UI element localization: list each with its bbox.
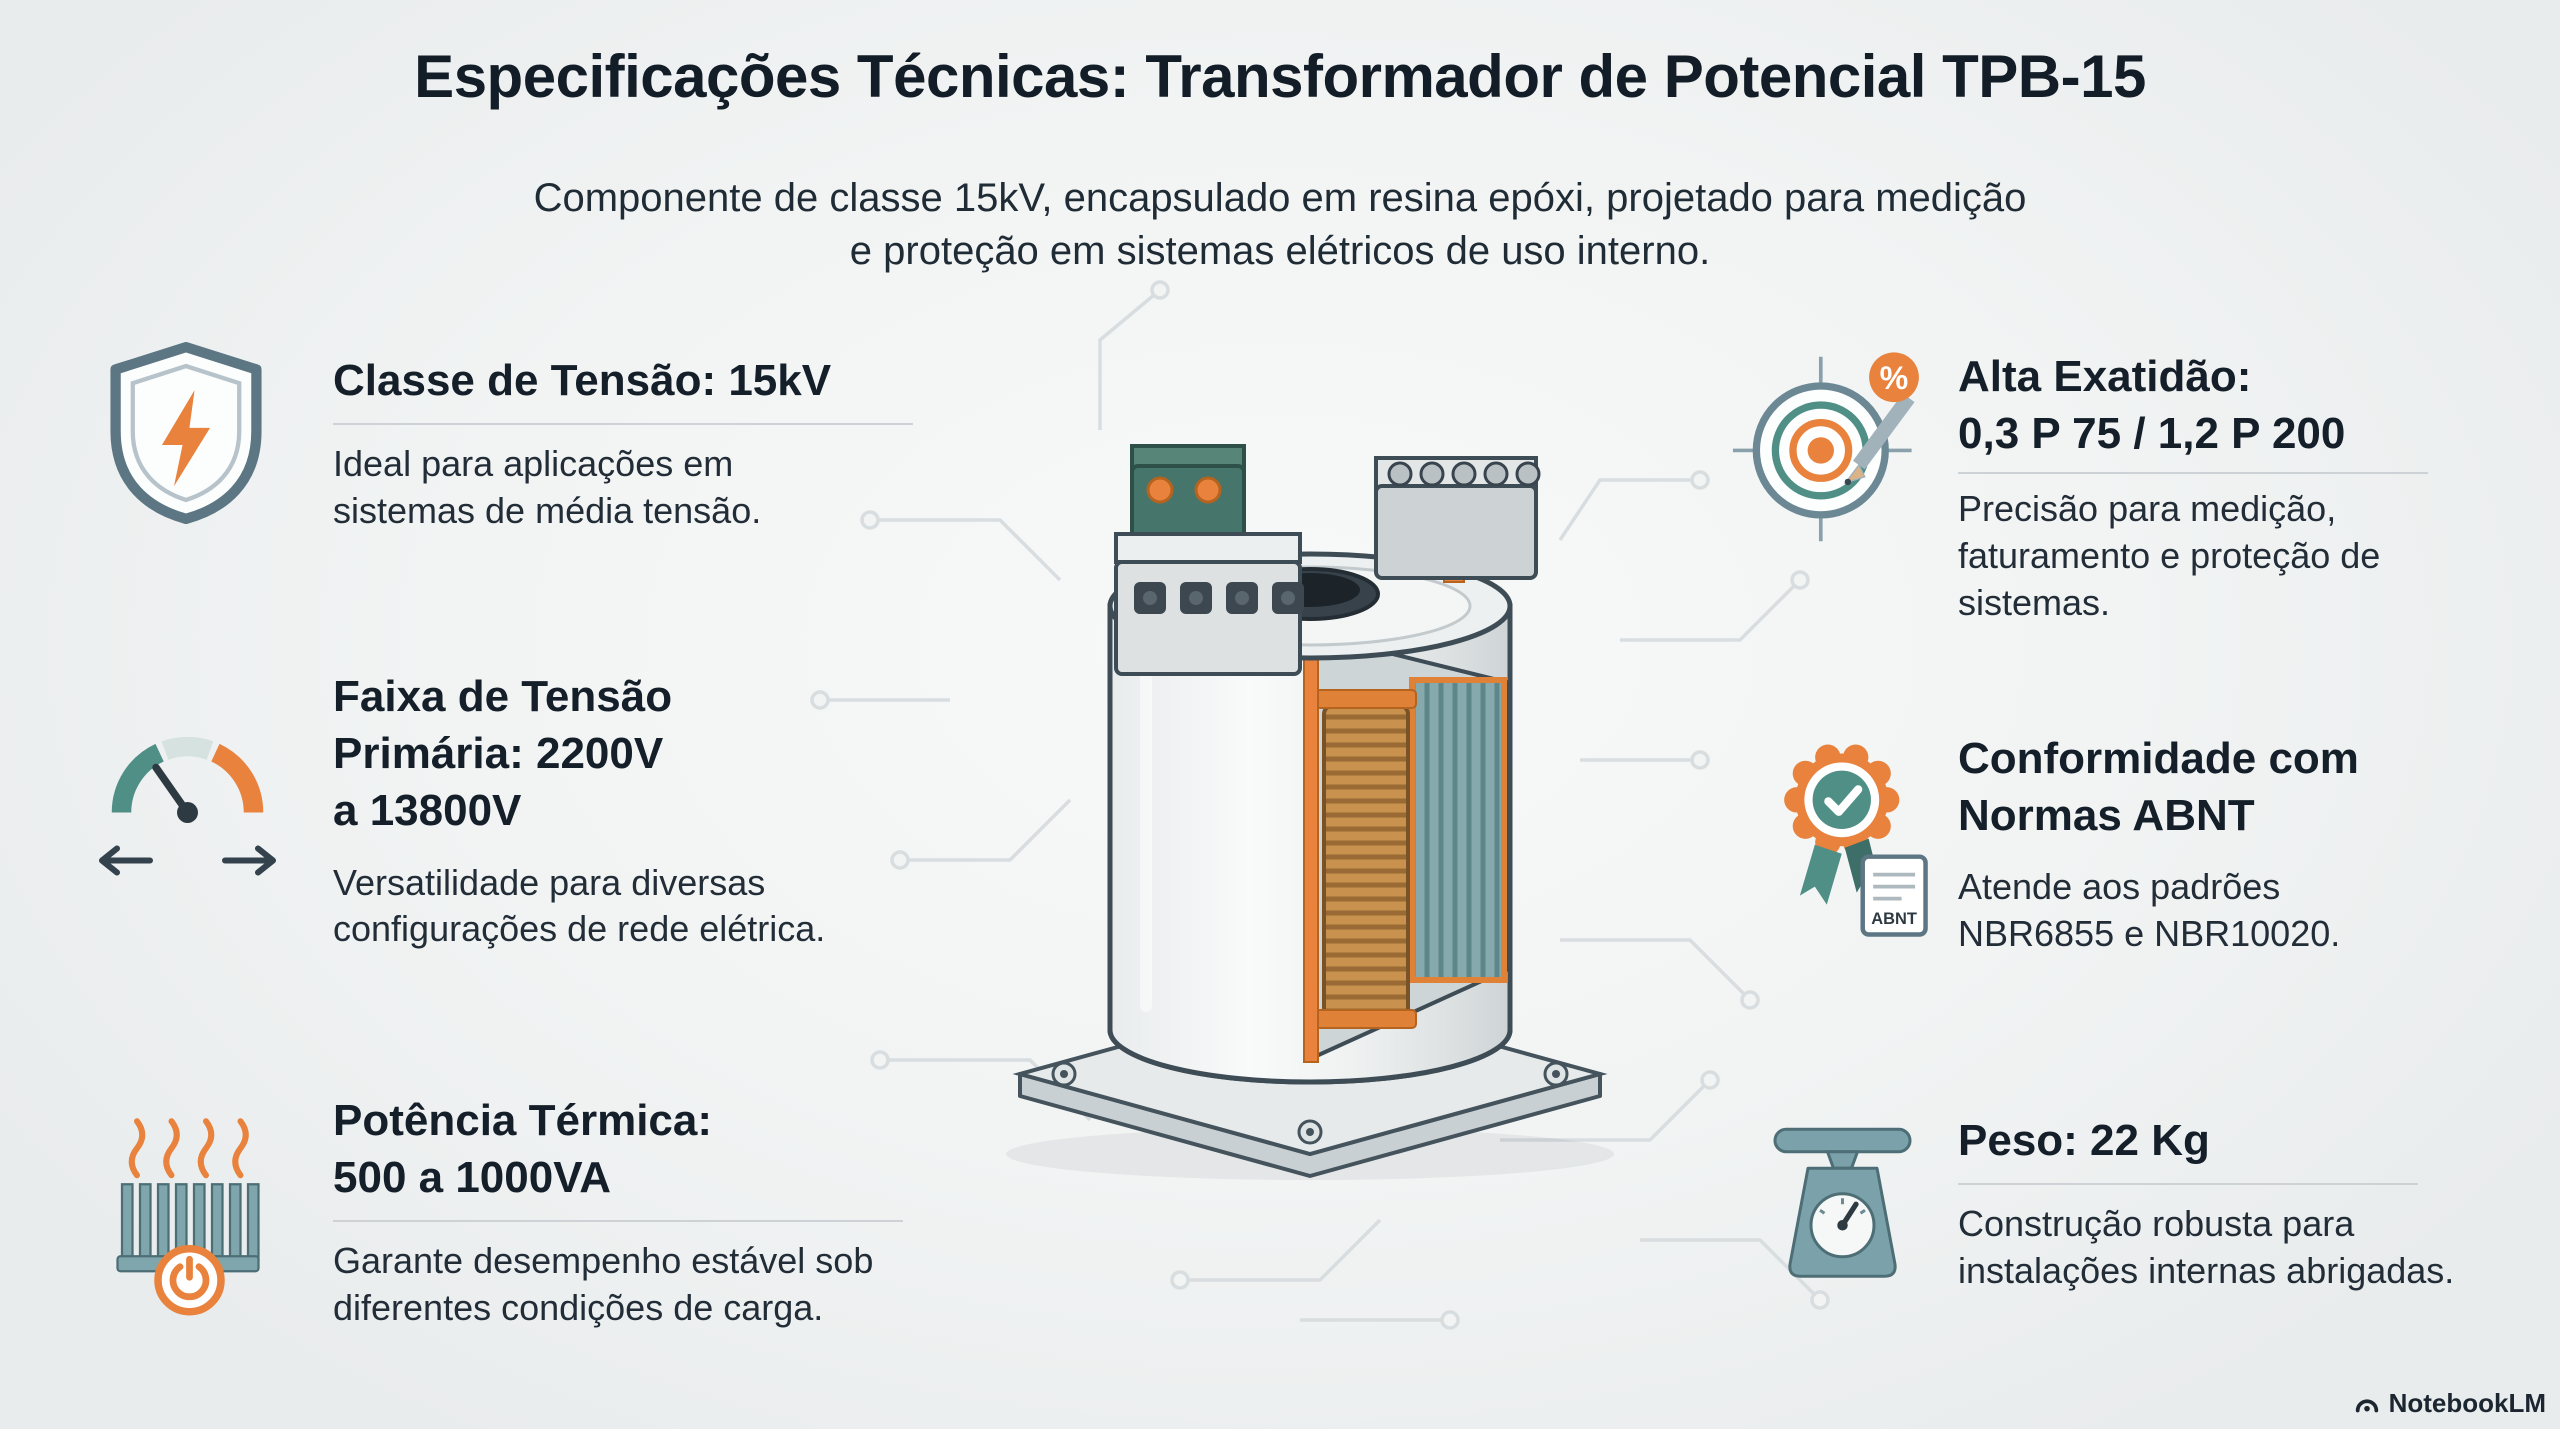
feature-body: Precisão para medição, faturamento e pro… (1958, 488, 2381, 623)
transformer-illustration (940, 370, 1680, 1185)
feature-body: Construção robusta para instalações inte… (1958, 1203, 2455, 1291)
notebooklm-logo-icon (2355, 1398, 2378, 1412)
feature-heading: Faixa de Tensão Primária: 2200V a 13800V (333, 672, 673, 836)
divider (333, 423, 913, 426)
divider (1958, 472, 2428, 475)
watermark-label: NotebookLM (2388, 1388, 2546, 1418)
certified-badge-icon: ABNT (1752, 725, 1942, 950)
feature-heading: Alta Exatidão: 0,3 P 75 / 1,2 P 200 (1958, 352, 2346, 459)
abnt-label: ABNT (1871, 910, 1917, 928)
feature-heading: Potência Térmica: 500 a 1000VA (333, 1096, 713, 1203)
feature-body: Garante desempenho estável sob diferente… (333, 1240, 874, 1329)
feature-standards-compliance: Conformidade com Normas ABNT Atende aos … (1958, 730, 2518, 958)
feature-body: Versatilidade para diversas configuraçõe… (333, 861, 826, 950)
shield-lightning-icon (100, 342, 272, 529)
feature-primary-voltage-range: Faixa de Tensão Primária: 2200V a 13800V… (333, 668, 993, 953)
gauge-icon (90, 722, 285, 887)
feature-voltage-class: Classe de Tensão: 15kV Ideal para aplica… (333, 352, 993, 535)
weight-scale-icon (1760, 1108, 1925, 1298)
heatsink-power-icon (92, 1112, 287, 1323)
feature-heading: Conformidade com Normas ABNT (1958, 734, 2359, 841)
percent-label: % (1880, 360, 1909, 396)
feature-weight: Peso: 22 Kg Construção robusta para inst… (1958, 1112, 2538, 1295)
feature-body: Atende aos padrões NBR6855 e NBR10020. (1958, 866, 2341, 955)
divider (333, 1220, 903, 1223)
feature-thermal-power: Potência Térmica: 500 a 1000VA Garante d… (333, 1092, 1013, 1332)
page-title: Especificações Técnicas: Transformador d… (414, 43, 2146, 110)
feature-heading: Peso: 22 Kg (1958, 1116, 2210, 1165)
divider (1958, 1183, 2418, 1186)
feature-heading: Classe de Tensão: 15kV (333, 356, 832, 405)
feature-accuracy: Alta Exatidão: 0,3 P 75 / 1,2 P 200 Prec… (1958, 348, 2518, 627)
feature-body: Ideal para aplicações em sistemas de méd… (333, 443, 762, 531)
watermark: NotebookLM (2353, 1388, 2546, 1419)
page-subtitle: Componente de classe 15kV, encapsulado e… (533, 176, 2027, 273)
target-accuracy-icon: % (1730, 345, 1935, 555)
